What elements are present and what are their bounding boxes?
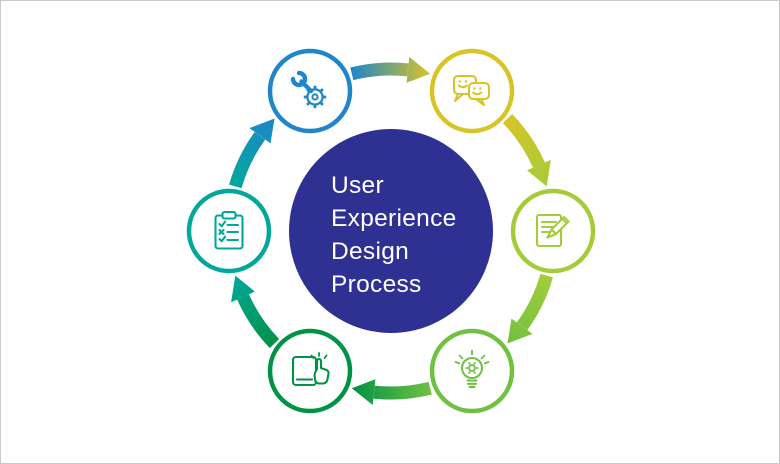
arrowhead-to-notes <box>527 159 551 187</box>
pointing-hand <box>313 357 330 385</box>
center-title: User Experience Design Process <box>331 172 457 298</box>
step-node-ideas <box>429 328 515 414</box>
arc-notes-to-ideas <box>516 273 553 331</box>
wrench-gear-icon <box>290 70 327 109</box>
title-line-2: Experience <box>331 205 457 232</box>
arc-checklist-to-tools <box>229 131 266 189</box>
arrowhead-to-ideas <box>507 318 533 344</box>
bulb-gear <box>468 364 476 372</box>
title-line-3: Design <box>331 238 409 265</box>
tablet-body <box>291 355 318 387</box>
arc-tools-to-feedback <box>350 62 409 81</box>
step-node-tools <box>267 48 353 134</box>
pencil-tip <box>546 228 558 239</box>
bubble1-smile <box>457 84 468 89</box>
bubble2-eye <box>479 87 482 90</box>
x-mark <box>218 228 225 236</box>
bubble2-smile <box>472 91 483 96</box>
arc-feedback-to-notes <box>502 113 545 168</box>
wrench-handle <box>299 79 314 94</box>
tablet-touch-icon <box>291 352 330 387</box>
center-circle <box>289 129 493 333</box>
touch-ticks <box>310 352 328 359</box>
clipboard-checklist-icon <box>214 210 244 250</box>
check-mark <box>218 220 227 228</box>
step-node-feedback <box>429 48 515 134</box>
gear-body <box>306 88 324 106</box>
step-node-checklist <box>186 188 272 274</box>
bulb-gear-teeth <box>465 362 479 374</box>
arrowhead-to-checklist <box>231 275 255 303</box>
arrowhead-to-prototype <box>351 379 376 405</box>
title-line-4: Process <box>331 271 422 298</box>
gear-teeth <box>303 85 327 109</box>
arrowhead-to-feedback <box>406 57 431 83</box>
document-pencil-icon <box>535 213 570 248</box>
step-node-prototype <box>267 328 353 414</box>
title-line-1: User <box>331 172 384 199</box>
flow-ring <box>229 57 553 405</box>
bulb-rays <box>454 349 490 365</box>
pencil-eraser-line <box>561 217 568 225</box>
clipboard-clip <box>221 210 237 220</box>
bubble1-eye <box>464 80 467 83</box>
bubble2-tail <box>474 97 486 107</box>
bubble2 <box>467 81 491 101</box>
bubble2-eye <box>473 87 476 90</box>
bulb-glass <box>460 356 484 380</box>
check-mark <box>218 235 227 243</box>
arc-prototype-to-checklist <box>237 294 280 349</box>
chat-smileys-icon <box>452 74 491 107</box>
step-node-notes <box>510 188 596 274</box>
bubble1-eye <box>458 80 461 83</box>
arc-ideas-to-prototype <box>373 381 432 400</box>
gear-hole <box>311 93 319 101</box>
lightbulb-gear-icon <box>454 349 490 389</box>
arrowhead-to-tools <box>249 118 275 144</box>
bubble1-tail <box>453 92 465 103</box>
